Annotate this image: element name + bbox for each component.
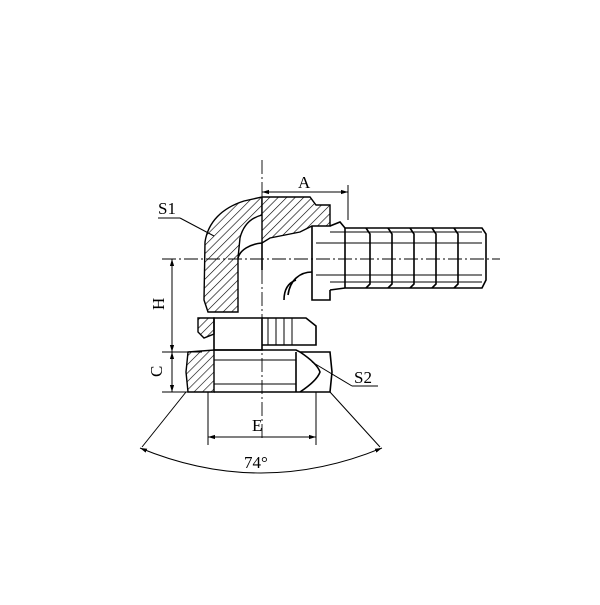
s2-callout: S2 [311, 361, 378, 387]
dimension-e: E [207, 392, 317, 445]
center-lines [162, 160, 500, 440]
label-angle: 74° [244, 453, 268, 472]
dimension-a: A [262, 173, 349, 220]
label-s2: S2 [354, 368, 372, 387]
angle-dimension: 74° [139, 391, 383, 474]
hose-tail [283, 221, 487, 301]
label-c: C [147, 366, 166, 377]
label-s1: S1 [158, 199, 176, 218]
s1-callout: S1 [158, 199, 215, 237]
elbow-body [203, 196, 331, 313]
label-e: E [252, 416, 262, 435]
hose-ribs [365, 227, 459, 289]
dimension-h: H [149, 259, 202, 353]
label-h: H [149, 298, 168, 310]
label-a: A [298, 173, 311, 192]
dimension-c: C [147, 352, 190, 393]
swivel-nut [185, 317, 333, 393]
